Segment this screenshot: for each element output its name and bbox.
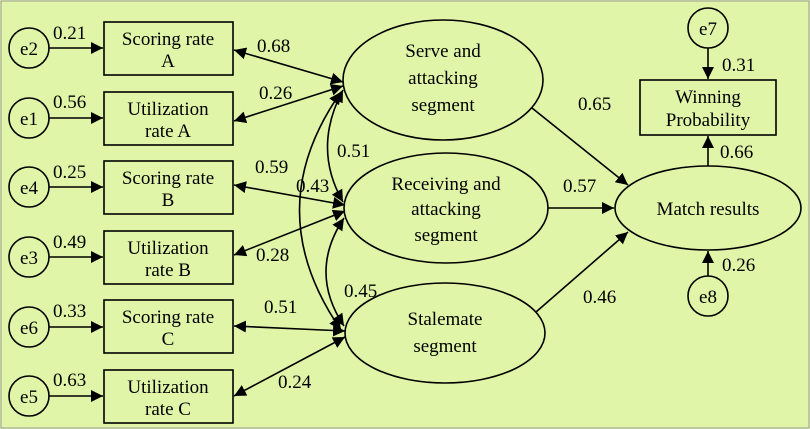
arrow-serve-utilization-a — [233, 83, 344, 124]
arrow-stalemate-utilization-c — [233, 336, 346, 397]
arc-serve-stalemate — [298, 91, 342, 331]
indicator-box-scoring-a: Scoring rate A — [103, 21, 234, 76]
coef-e3-utilization-b: 0.49 — [53, 232, 86, 253]
coef-serve-match: 0.65 — [578, 94, 611, 115]
latent-serve-and-attacking: Serve and attacking segment — [342, 19, 544, 141]
error-arrows — [49, 42, 103, 402]
arrow-stalemate-scoring-c — [233, 320, 346, 337]
indicator-utilization-a-line1: Utilization — [127, 99, 209, 120]
coef-stalemate-scoring-c: 0.51 — [264, 297, 297, 318]
covariance-arcs — [298, 89, 345, 331]
coef-e1-utilization-a: 0.56 — [53, 92, 86, 113]
latent-serve-line3: segment — [411, 95, 475, 116]
error-label-e3: e3 — [20, 248, 38, 269]
coef-serve-receive-cov: 0.51 — [337, 141, 370, 162]
indicator-utilization-c-line1: Utilization — [127, 377, 209, 398]
indicator-scoring-b-line2: B — [162, 190, 175, 211]
indicator-scoring-c-line2: C — [162, 329, 175, 350]
coef-receive-match: 0.57 — [563, 176, 596, 197]
coef-stalemate-match: 0.46 — [583, 287, 616, 308]
arrow-serve-match — [531, 107, 629, 186]
coef-serve-utilization-a: 0.26 — [259, 83, 292, 104]
coef-e7-winning: 0.31 — [722, 55, 755, 76]
arrow-stalemate-match — [535, 231, 629, 313]
coef-e6-scoring-c: 0.33 — [53, 301, 86, 322]
arrow-receive-utilization-b — [233, 209, 346, 257]
coef-receive-utilization-b: 0.28 — [256, 245, 289, 266]
indicator-scoring-a-line2: A — [161, 51, 175, 72]
latent-match-line1: Match results — [657, 199, 760, 220]
arrow-receive-scoring-b — [233, 181, 346, 209]
indicator-scoring-b-line1: Scoring rate — [122, 168, 214, 189]
winning-probability-box: Winning Probability — [639, 79, 777, 136]
winning-line1: Winning — [675, 87, 741, 108]
arrow-serve-scoring-a — [233, 47, 344, 85]
coef-e2-scoring-a: 0.21 — [53, 23, 86, 44]
indicator-box-utilization-b: Utilization rate B — [103, 230, 234, 285]
latent-stalemate-line2: segment — [413, 336, 477, 357]
indicator-scoring-a-line1: Scoring rate — [122, 29, 214, 50]
coef-e4-scoring-b: 0.25 — [53, 162, 86, 183]
error-label-e6: e6 — [20, 318, 38, 339]
error-label-e8: e8 — [699, 287, 717, 308]
latent-receive-line3: segment — [414, 225, 478, 246]
indicator-utilization-a-line2: rate A — [145, 121, 191, 142]
indicator-box-scoring-b: Scoring rate B — [103, 160, 234, 215]
latent-receive-line1: Receiving and — [391, 174, 501, 195]
loading-arrows — [233, 47, 346, 397]
indicator-box-utilization-c: Utilization rate C — [103, 369, 234, 424]
latent-serve-line1: Serve and — [405, 41, 481, 62]
latent-serve-line2: attacking — [408, 68, 478, 89]
indicator-box-scoring-c: Scoring rate C — [103, 299, 234, 354]
indicator-utilization-b-line2: rate B — [145, 260, 191, 281]
indicator-utilization-c-line2: rate C — [145, 399, 191, 420]
indicator-box-utilization-a: Utilization rate A — [103, 91, 234, 146]
latent-receiving-and-attacking: Receiving and attacking segment — [343, 152, 549, 264]
coef-stalemate-utilization-c: 0.24 — [278, 372, 312, 393]
latent-match-results: Match results — [614, 165, 802, 251]
latent-stalemate-line1: Stalemate — [408, 309, 483, 330]
structural-arrows — [531, 107, 714, 313]
arc-receive-stalemate — [325, 217, 345, 327]
indicator-scoring-c-line1: Scoring rate — [122, 307, 214, 328]
latent-receive-line2: attacking — [411, 199, 481, 220]
coef-receive-scoring-b: 0.59 — [255, 157, 288, 178]
coef-serve-scoring-a: 0.68 — [257, 36, 290, 57]
coef-e5-utilization-c: 0.63 — [53, 370, 86, 391]
error-label-e7: e7 — [699, 19, 717, 40]
error-label-e4: e4 — [20, 178, 38, 199]
coef-receive-stalemate-cov: 0.45 — [344, 281, 377, 302]
error-label-e2: e2 — [20, 39, 38, 60]
coef-serve-stalemate-cov: 0.43 — [296, 176, 329, 197]
error-label-e5: e5 — [20, 387, 38, 408]
winning-line2: Probability — [666, 110, 751, 131]
coef-e8-match: 0.26 — [722, 255, 755, 276]
coef-match-winning: 0.66 — [720, 142, 753, 163]
indicator-utilization-b-line1: Utilization — [127, 238, 209, 259]
latent-stalemate: Stalemate segment — [344, 282, 546, 384]
error-label-e1: e1 — [20, 109, 38, 130]
